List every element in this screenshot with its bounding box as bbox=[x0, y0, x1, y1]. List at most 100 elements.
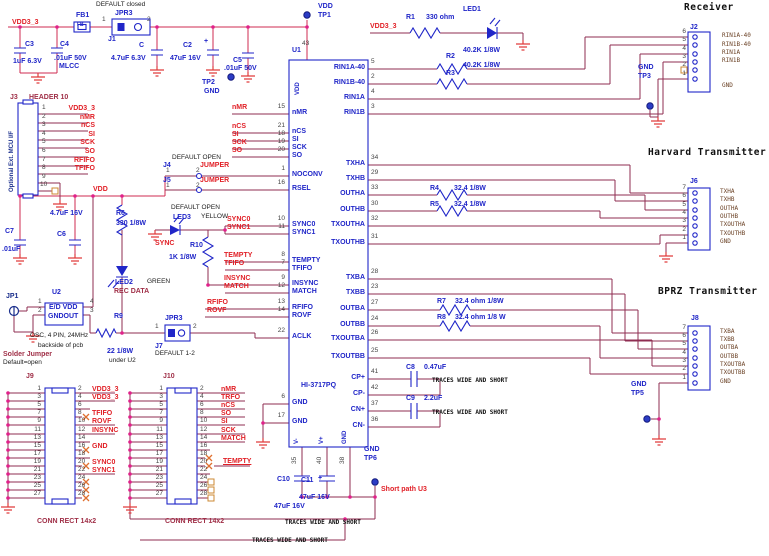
schematic-text: 2 bbox=[196, 182, 200, 189]
schematic-text: SYNC1 bbox=[92, 467, 116, 474]
schematic-text: C8 bbox=[406, 364, 415, 371]
schematic-text: TXBB bbox=[720, 336, 735, 343]
schematic-text: 6 bbox=[281, 393, 285, 400]
schematic-text: 3 bbox=[682, 217, 686, 224]
schematic-text: 3 bbox=[682, 357, 686, 364]
schematic-text: DEFAULT closed bbox=[96, 1, 146, 8]
schematic-text: DEFAULT OPEN bbox=[171, 204, 220, 211]
schematic-text: 7 bbox=[42, 156, 46, 163]
testpoint-tp3: GND bbox=[638, 64, 654, 71]
schematic-text: RIN1B bbox=[343, 109, 365, 116]
j8-connector-body bbox=[687, 325, 711, 391]
schematic-text: 2 bbox=[371, 73, 375, 80]
schematic-text: GND bbox=[92, 443, 108, 450]
schematic-text: 1 bbox=[166, 182, 170, 189]
connector-pin-circles bbox=[692, 34, 698, 386]
schematic-text: 9 bbox=[42, 173, 46, 180]
schematic-text: JUMPER bbox=[200, 162, 230, 169]
schematic-text: C3 bbox=[25, 41, 34, 48]
schematic-text: 2.2uF bbox=[424, 395, 443, 402]
schematic-text: 15 bbox=[155, 442, 163, 449]
led1-symbol bbox=[487, 17, 501, 39]
fb1-ferrite-bead bbox=[73, 21, 91, 33]
title-receiver: Receiver bbox=[684, 2, 734, 13]
schematic-text: RIN1A-40 bbox=[333, 64, 365, 71]
schematic-text: 2 bbox=[200, 385, 204, 392]
schematic-text: SI bbox=[88, 131, 95, 138]
schematic-text: VDD3_3 bbox=[370, 23, 397, 30]
schematic-text: TXBA bbox=[720, 328, 735, 335]
schematic-text: backside of pcb bbox=[38, 342, 84, 349]
schematic-text: 4 bbox=[371, 88, 375, 95]
schematic-text: 330 ohm bbox=[426, 14, 455, 21]
schematic-text: 8 bbox=[78, 409, 82, 416]
schematic-text: TXHA bbox=[720, 188, 735, 195]
schematic-text: 23 bbox=[33, 474, 41, 481]
schematic-text: 9 bbox=[37, 417, 41, 424]
testpoint-tp6: GND bbox=[364, 446, 380, 453]
schematic-text: V+ bbox=[319, 436, 325, 444]
schematic-text: 19 bbox=[33, 458, 41, 465]
schematic-text: 6 bbox=[78, 401, 82, 408]
schematic-text: RIN1B-40 bbox=[333, 79, 365, 86]
schematic-text: 7 bbox=[281, 259, 285, 266]
schematic-text: 7 bbox=[159, 409, 163, 416]
schematic-text: GND bbox=[342, 430, 348, 444]
schematic-text: 22 bbox=[200, 466, 208, 473]
schematic-text: 28 bbox=[200, 490, 208, 497]
schematic-text: 4 bbox=[78, 393, 82, 400]
schematic-text: 18 bbox=[78, 450, 86, 457]
schematic-text: 3 bbox=[90, 307, 94, 314]
schematic-text: nMR bbox=[232, 104, 248, 111]
jp1-solder-jumper bbox=[8, 305, 20, 317]
schematic-text: 26 bbox=[371, 329, 379, 336]
schematic-text: MATCH bbox=[221, 435, 246, 442]
schematic-text: C4 bbox=[60, 41, 69, 48]
schematic-text: RSEL bbox=[292, 185, 311, 192]
schematic-text: SO bbox=[84, 148, 95, 155]
schematic-text: 40.2K 1/8W bbox=[463, 47, 500, 54]
schematic-text: 13 bbox=[33, 434, 41, 441]
j3-refdes: J3 bbox=[10, 94, 18, 101]
schematic-text: MATCH bbox=[292, 288, 317, 295]
schematic-text: 4 bbox=[42, 130, 46, 137]
schematic-text: INSYNC bbox=[224, 275, 251, 282]
schematic-text: 29 bbox=[371, 169, 379, 176]
schematic-text: TXOUTBB bbox=[720, 369, 746, 376]
j6-connector-body bbox=[687, 187, 711, 251]
schematic-text: OUTBA bbox=[720, 344, 739, 351]
schematic-text: 26 bbox=[78, 482, 86, 489]
schematic-text: FB bbox=[77, 22, 84, 28]
short-path-note: Short path U3 bbox=[381, 486, 427, 493]
schematic-text: R9 bbox=[114, 313, 123, 320]
schematic-text: SO bbox=[221, 410, 232, 417]
schematic-text: R5 bbox=[430, 201, 439, 208]
schematic-text: MATCH bbox=[224, 283, 249, 290]
schematic-text: JUMPER bbox=[200, 177, 230, 184]
schematic-text: 21 bbox=[33, 466, 41, 473]
schematic-text: 33 bbox=[371, 184, 379, 191]
schematic-text: RFIFO bbox=[292, 304, 313, 311]
schematic-text: 0.47uF bbox=[424, 364, 447, 371]
schematic-text: 1 bbox=[281, 165, 285, 172]
schematic-text: 3 bbox=[159, 393, 163, 400]
j3-connector-body bbox=[17, 102, 39, 196]
schematic-text: 1 bbox=[159, 385, 163, 392]
schematic-text: YELLOW bbox=[201, 213, 229, 220]
schematic-text: + bbox=[318, 475, 323, 482]
schematic-text: 32.4 ohm 1/8W bbox=[455, 298, 504, 305]
schematic-text: 3 bbox=[42, 121, 46, 128]
schematic-text: SO bbox=[292, 152, 303, 159]
schematic-text: GREEN bbox=[147, 278, 171, 285]
schematic-text: TXBA bbox=[345, 274, 365, 281]
schematic-text: 23 bbox=[371, 283, 379, 290]
schematic-text: SCK bbox=[221, 427, 236, 434]
schematic-text: 6 bbox=[42, 147, 46, 154]
schematic-text: GND bbox=[292, 399, 308, 406]
schematic-text: SI bbox=[292, 136, 299, 143]
schematic-text: 10 bbox=[277, 215, 285, 222]
schematic-text: 47uF 16V bbox=[170, 55, 201, 62]
schematic-text: 27 bbox=[371, 299, 379, 306]
schematic-text: 8 bbox=[281, 251, 285, 258]
